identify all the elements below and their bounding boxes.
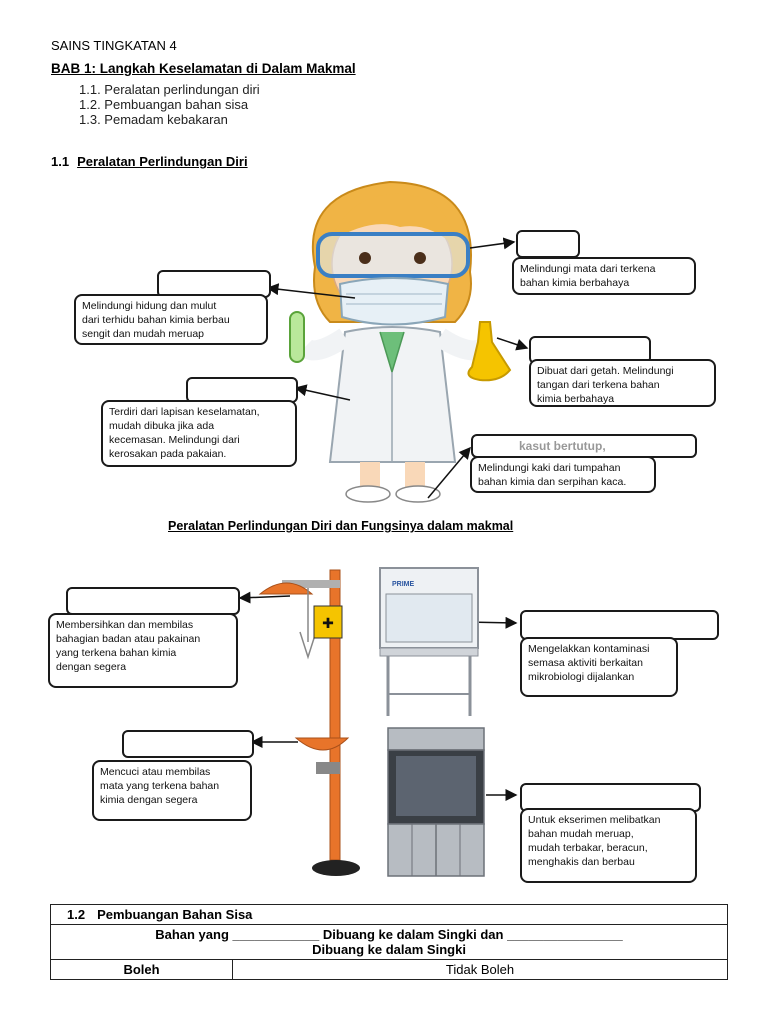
table-row: Boleh Tidak Boleh <box>50 959 728 980</box>
biosafety-cabinet-illustration: PRIME <box>379 567 479 716</box>
section-title: Peralatan Perlindungan Diri <box>77 154 248 169</box>
svg-text:✚: ✚ <box>322 616 334 632</box>
section-number: 1.1 <box>51 154 70 169</box>
biosafety-label-blank[interactable] <box>520 610 719 640</box>
shoes-label-blank[interactable]: kasut bertutup, <box>471 434 697 458</box>
waste-instruction-line: Bahan yang ____________ Dibuang ke dalam… <box>155 927 623 942</box>
waste-section-heading: 1.2 Pembuangan Bahan Sisa <box>50 904 728 925</box>
section-heading: 1.1 Peralatan Perlindungan Diri <box>51 154 248 169</box>
table-row: 1.2 Pembuangan Bahan Sisa <box>50 904 728 925</box>
waste-instruction[interactable]: Bahan yang ____________ Dibuang ke dalam… <box>50 924 728 960</box>
waste-instruction-line: Dibuang ke dalam Singki <box>312 942 466 957</box>
column-header-cannot: Tidak Boleh <box>232 959 728 980</box>
table-row: Bahan yang ____________ Dibuang ke dalam… <box>50 924 728 960</box>
column-header-can: Boleh <box>50 959 233 980</box>
toc-item: 1.1. Peralatan perlindungan diri <box>79 82 260 97</box>
cabinet-brand-text: PRIME <box>392 581 415 588</box>
table-of-contents: 1.1. Peralatan perlindungan diri 1.2. Pe… <box>79 82 260 127</box>
coat-description: Terdiri dari lapisan keselamatan,mudah d… <box>101 400 297 467</box>
section-title: Pembuangan Bahan Sisa <box>97 907 253 922</box>
goggles-label-blank[interactable] <box>516 230 580 258</box>
chapter-heading: BAB 1: Langkah Keselamatan di Dalam Makm… <box>51 61 356 76</box>
toc-item: 1.2. Pembuangan bahan sisa <box>79 97 249 112</box>
fume-hood-illustration <box>387 727 485 877</box>
safety-shower-illustration: ✚ <box>258 569 360 876</box>
section-number: 1.2 <box>67 907 86 922</box>
eyewash-label-blank[interactable] <box>122 730 254 758</box>
shower-label-blank[interactable] <box>66 587 240 615</box>
course-heading: SAINS TINGKATAN 4 <box>51 38 177 53</box>
lab-equipment-subtitle: Peralatan Perlindungan Diri dan Fungsiny… <box>168 519 514 533</box>
waste-disposal-table: 1.2 Pembuangan Bahan Sisa Bahan yang ____… <box>50 904 728 980</box>
shoes-label-partial: kasut bertutup, <box>519 439 606 453</box>
scientist-girl-illustration <box>289 180 512 503</box>
toc-item: 1.3. Pemadam kebakaran <box>79 112 228 127</box>
